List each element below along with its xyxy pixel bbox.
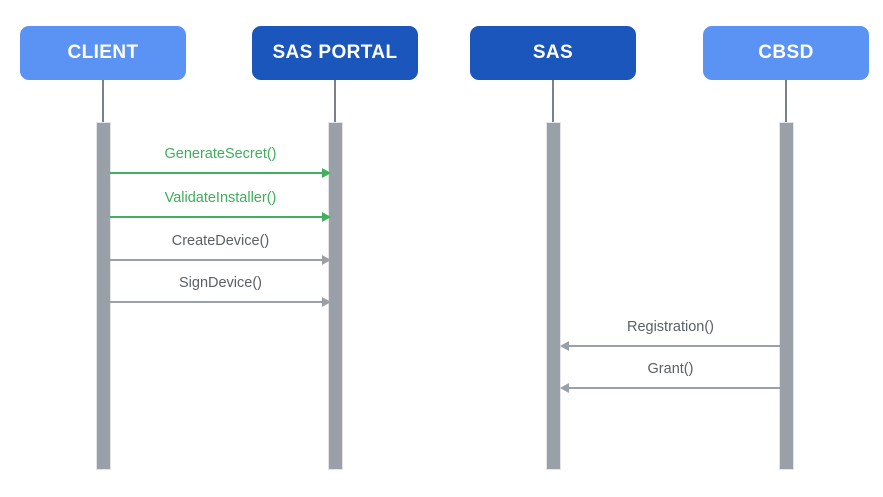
message-label-generate-secret: GenerateSecret() (164, 146, 277, 162)
message-line-sign-device (110, 301, 322, 303)
message-label-registration: Registration() (626, 319, 715, 335)
message-line-generate-secret (110, 172, 322, 174)
message-label-validate-installer: ValidateInstaller() (164, 190, 277, 206)
lifeline-stem-sas (552, 80, 554, 122)
participant-label-cbsd: CBSD (758, 42, 814, 63)
lifeline-stem-cbsd (785, 80, 787, 122)
arrowhead-right-icon (322, 254, 331, 265)
message-line-registration (569, 345, 781, 347)
arrowhead-right-icon (322, 211, 331, 222)
message-label-create-device: CreateDevice() (171, 233, 270, 249)
arrowhead-left-icon (560, 340, 569, 351)
participant-box-cbsd[interactable]: CBSD (703, 26, 869, 80)
message-line-grant (569, 387, 781, 389)
arrowhead-left-icon (560, 382, 569, 393)
activation-bar-client (96, 122, 111, 470)
participant-box-sas[interactable]: SAS (470, 26, 636, 80)
lifeline-stem-sas-portal (334, 80, 336, 122)
message-label-sign-device: SignDevice() (179, 275, 262, 291)
message-line-create-device (110, 259, 322, 261)
message-label-grant: Grant() (647, 361, 694, 377)
activation-bar-sas (546, 122, 561, 470)
participant-box-sas-portal[interactable]: SAS PORTAL (252, 26, 418, 80)
participant-label-client: CLIENT (67, 42, 139, 63)
arrowhead-right-icon (322, 167, 331, 178)
participant-label-sas: SAS (532, 42, 574, 63)
lifeline-stem-client (102, 80, 104, 122)
participant-label-sas-portal: SAS PORTAL (272, 42, 398, 63)
activation-bar-cbsd (779, 122, 794, 470)
message-line-validate-installer (110, 216, 322, 218)
activation-bar-sas-portal (328, 122, 343, 470)
participant-box-client[interactable]: CLIENT (20, 26, 186, 80)
arrowhead-right-icon (322, 296, 331, 307)
